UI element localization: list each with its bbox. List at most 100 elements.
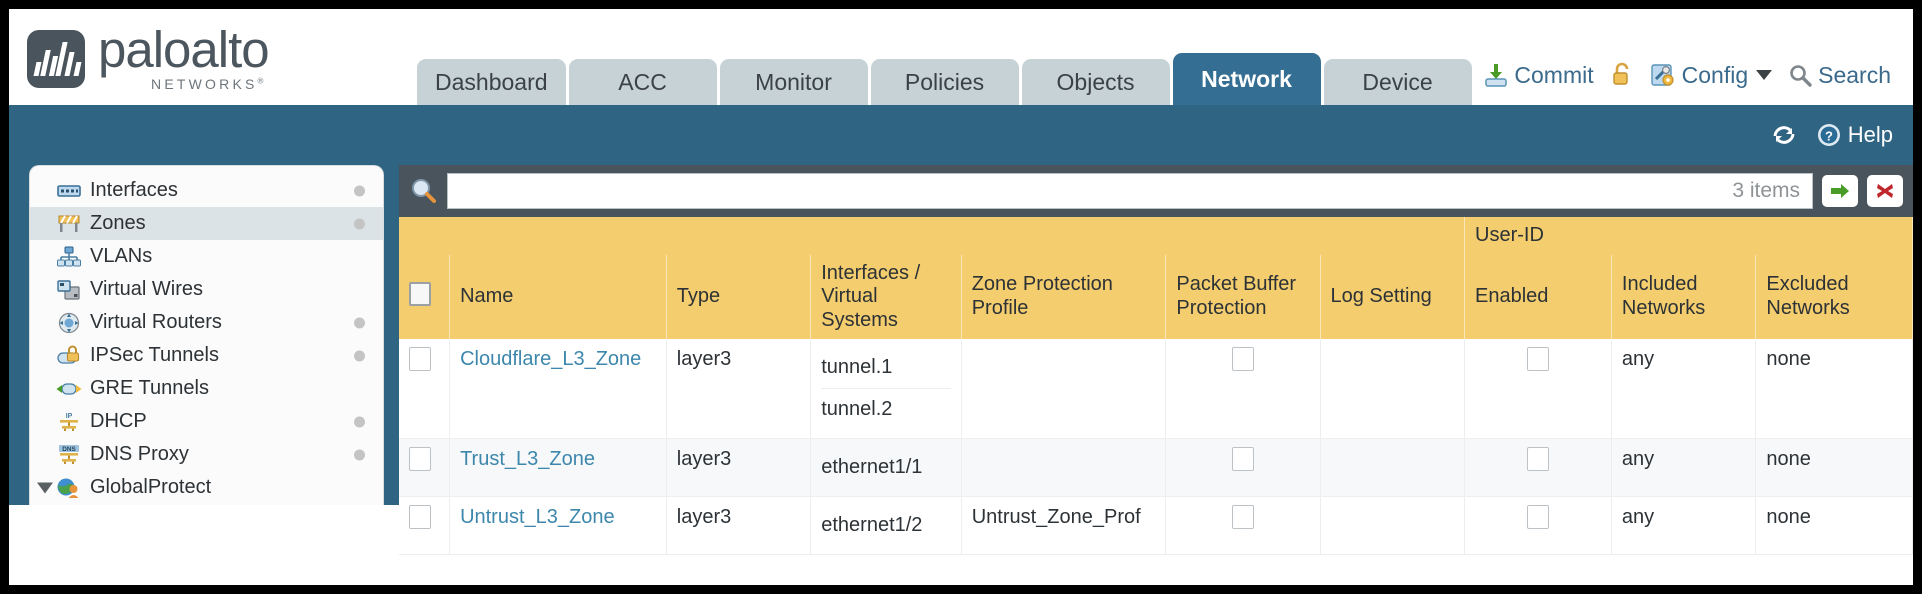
paloalto-logo-mark-icon: [27, 29, 85, 88]
col-header-included-networks[interactable]: Included Networks: [1611, 254, 1757, 340]
cell-packet-buffer-protection[interactable]: [1165, 438, 1321, 498]
col-header-log-setting[interactable]: Log Setting: [1320, 254, 1466, 340]
globalprotect-icon: [56, 477, 82, 499]
tab-objects[interactable]: Objects: [1021, 59, 1170, 105]
config-label: Config: [1681, 61, 1749, 88]
dhcp-icon: IP: [56, 411, 82, 433]
userid-enabled-checkbox[interactable]: [1526, 447, 1549, 472]
config-wrench-icon: [1650, 64, 1674, 86]
cell-included-networks: any: [1611, 438, 1757, 498]
tab-monitor[interactable]: Monitor: [719, 59, 868, 105]
col-header-name[interactable]: Name: [449, 254, 667, 340]
sidebar-item-interfaces[interactable]: Interfaces: [30, 174, 383, 207]
zone-name-link[interactable]: Cloudflare_L3_Zone: [460, 348, 642, 371]
col-header-interfaces-virtual-systems[interactable]: Interfaces / Virtual Systems: [810, 254, 962, 340]
row-select-cell[interactable]: [399, 496, 451, 556]
search-label: Search: [1818, 61, 1891, 88]
sidebar-item-virtual-wires[interactable]: Virtual Wires: [30, 273, 383, 306]
help-label: Help: [1847, 122, 1893, 147]
zone-name-link[interactable]: Trust_L3_Zone: [460, 448, 595, 471]
cell-excluded-networks: none: [1755, 438, 1913, 498]
refresh-button[interactable]: [1770, 122, 1798, 148]
tab-policies[interactable]: Policies: [870, 59, 1019, 105]
sidebar-item-ipsec-tunnels[interactable]: IPSec Tunnels: [30, 339, 383, 372]
cell-included-networks: any: [1611, 496, 1757, 556]
col-header-packet-buffer-protection[interactable]: Packet Buffer Protection: [1165, 254, 1321, 340]
table-row[interactable]: Cloudflare_L3_Zone layer3 tunnel.1 tunne…: [399, 339, 1913, 440]
sidebar-item-label: GRE Tunnels: [90, 377, 209, 399]
cell-userid-enabled[interactable]: [1464, 339, 1612, 440]
commit-save-icon: [1485, 64, 1508, 87]
sidebar-item-virtual-routers[interactable]: Virtual Routers: [30, 306, 383, 339]
tab-dashboard[interactable]: Dashboard: [417, 59, 566, 105]
interface-list: tunnel.1 tunnel.2: [821, 347, 951, 430]
search-magnifier-icon[interactable]: [409, 176, 439, 206]
cell-userid-enabled[interactable]: [1464, 438, 1612, 498]
userid-enabled-checkbox[interactable]: [1526, 505, 1549, 530]
cell-userid-enabled[interactable]: [1464, 496, 1612, 556]
search-input[interactable]: 3 items: [447, 173, 1813, 209]
sidebar-status-dot: [354, 317, 365, 328]
row-checkbox[interactable]: [409, 447, 431, 472]
cell-name[interactable]: Trust_L3_Zone: [449, 438, 667, 498]
tab-network[interactable]: Network: [1172, 53, 1321, 105]
svg-text:DNS: DNS: [62, 446, 76, 453]
tab-device[interactable]: Device: [1323, 59, 1472, 105]
apply-filter-button[interactable]: [1822, 175, 1858, 207]
sidebar-item-vlans[interactable]: VLANs: [30, 240, 383, 273]
sidebar-item-dns-proxy[interactable]: DNS DNS Proxy: [30, 438, 383, 471]
commit-button[interactable]: Commit: [1483, 61, 1594, 89]
packet-buffer-protection-checkbox[interactable]: [1231, 505, 1254, 530]
table-header-row: Name Type Interfaces / Virtual Systems Z…: [399, 254, 1913, 340]
zone-name-link[interactable]: Untrust_L3_Zone: [460, 506, 615, 529]
cell-packet-buffer-protection[interactable]: [1165, 496, 1321, 556]
userid-enabled-checkbox[interactable]: [1526, 347, 1549, 372]
sidebar-item-zones[interactable]: Zones: [30, 207, 383, 240]
select-all-header[interactable]: [399, 254, 451, 340]
interfaces-icon: [56, 180, 82, 202]
chevron-down-icon[interactable]: [1756, 70, 1773, 80]
cell-packet-buffer-protection[interactable]: [1165, 339, 1321, 440]
group-header-userid: User-ID: [1464, 217, 1913, 255]
lock-button[interactable]: [1610, 62, 1634, 88]
cell-type: layer3: [666, 339, 812, 440]
item-count-label: 3 items: [1732, 179, 1800, 202]
col-header-enabled[interactable]: Enabled: [1464, 254, 1612, 340]
table-group-header-row: User-ID: [399, 217, 1913, 255]
cell-interfaces: ethernet1/2: [810, 496, 962, 556]
sidebar-item-dhcp[interactable]: IP DHCP: [30, 405, 383, 438]
table-row[interactable]: Trust_L3_Zone layer3 ethernet1/1 any non: [399, 438, 1913, 498]
search-button[interactable]: Search: [1788, 62, 1891, 89]
sidebar-item-gre-tunnels[interactable]: GRE Tunnels: [30, 372, 383, 405]
commit-label: Commit: [1514, 61, 1594, 88]
row-checkbox[interactable]: [409, 347, 431, 372]
row-select-cell[interactable]: [399, 438, 451, 498]
sidebar-item-label: VLANs: [90, 245, 153, 267]
config-button[interactable]: Config: [1650, 61, 1773, 89]
col-header-type[interactable]: Type: [666, 254, 812, 340]
tab-acc[interactable]: ACC: [568, 59, 717, 105]
zones-table: User-ID Name Type Interfaces / Virtual S…: [399, 217, 1913, 556]
sidebar-item-label: Virtual Wires: [90, 278, 203, 300]
expander-collapse-icon[interactable]: [37, 482, 53, 493]
blue-toolbar-band: ? Help: [9, 105, 1913, 165]
sidebar-status-dot: [354, 218, 365, 229]
row-select-cell[interactable]: [399, 339, 451, 440]
table-row[interactable]: Untrust_L3_Zone layer3 ethernet1/2 Untru…: [399, 496, 1913, 556]
clear-filter-button[interactable]: [1867, 175, 1903, 207]
sidebar-status-dot: [354, 449, 365, 460]
brand-subtext: NETWORKS®: [151, 76, 267, 92]
col-header-excluded-networks[interactable]: Excluded Networks: [1755, 254, 1913, 340]
cell-name[interactable]: Untrust_L3_Zone: [449, 496, 667, 556]
packet-buffer-protection-checkbox[interactable]: [1231, 447, 1254, 472]
help-button[interactable]: ? Help: [1816, 122, 1893, 148]
row-checkbox[interactable]: [409, 505, 431, 530]
cell-name[interactable]: Cloudflare_L3_Zone: [449, 339, 667, 440]
sidebar-item-globalprotect[interactable]: GlobalProtect: [30, 471, 383, 504]
packet-buffer-protection-checkbox[interactable]: [1231, 347, 1254, 372]
sidebar-item-portals[interactable]: Portals: [30, 504, 383, 505]
select-all-checkbox[interactable]: [409, 281, 431, 306]
col-header-zone-protection-profile[interactable]: Zone Protection Profile: [961, 254, 1167, 340]
cell-zone-protection-profile: [961, 438, 1167, 498]
